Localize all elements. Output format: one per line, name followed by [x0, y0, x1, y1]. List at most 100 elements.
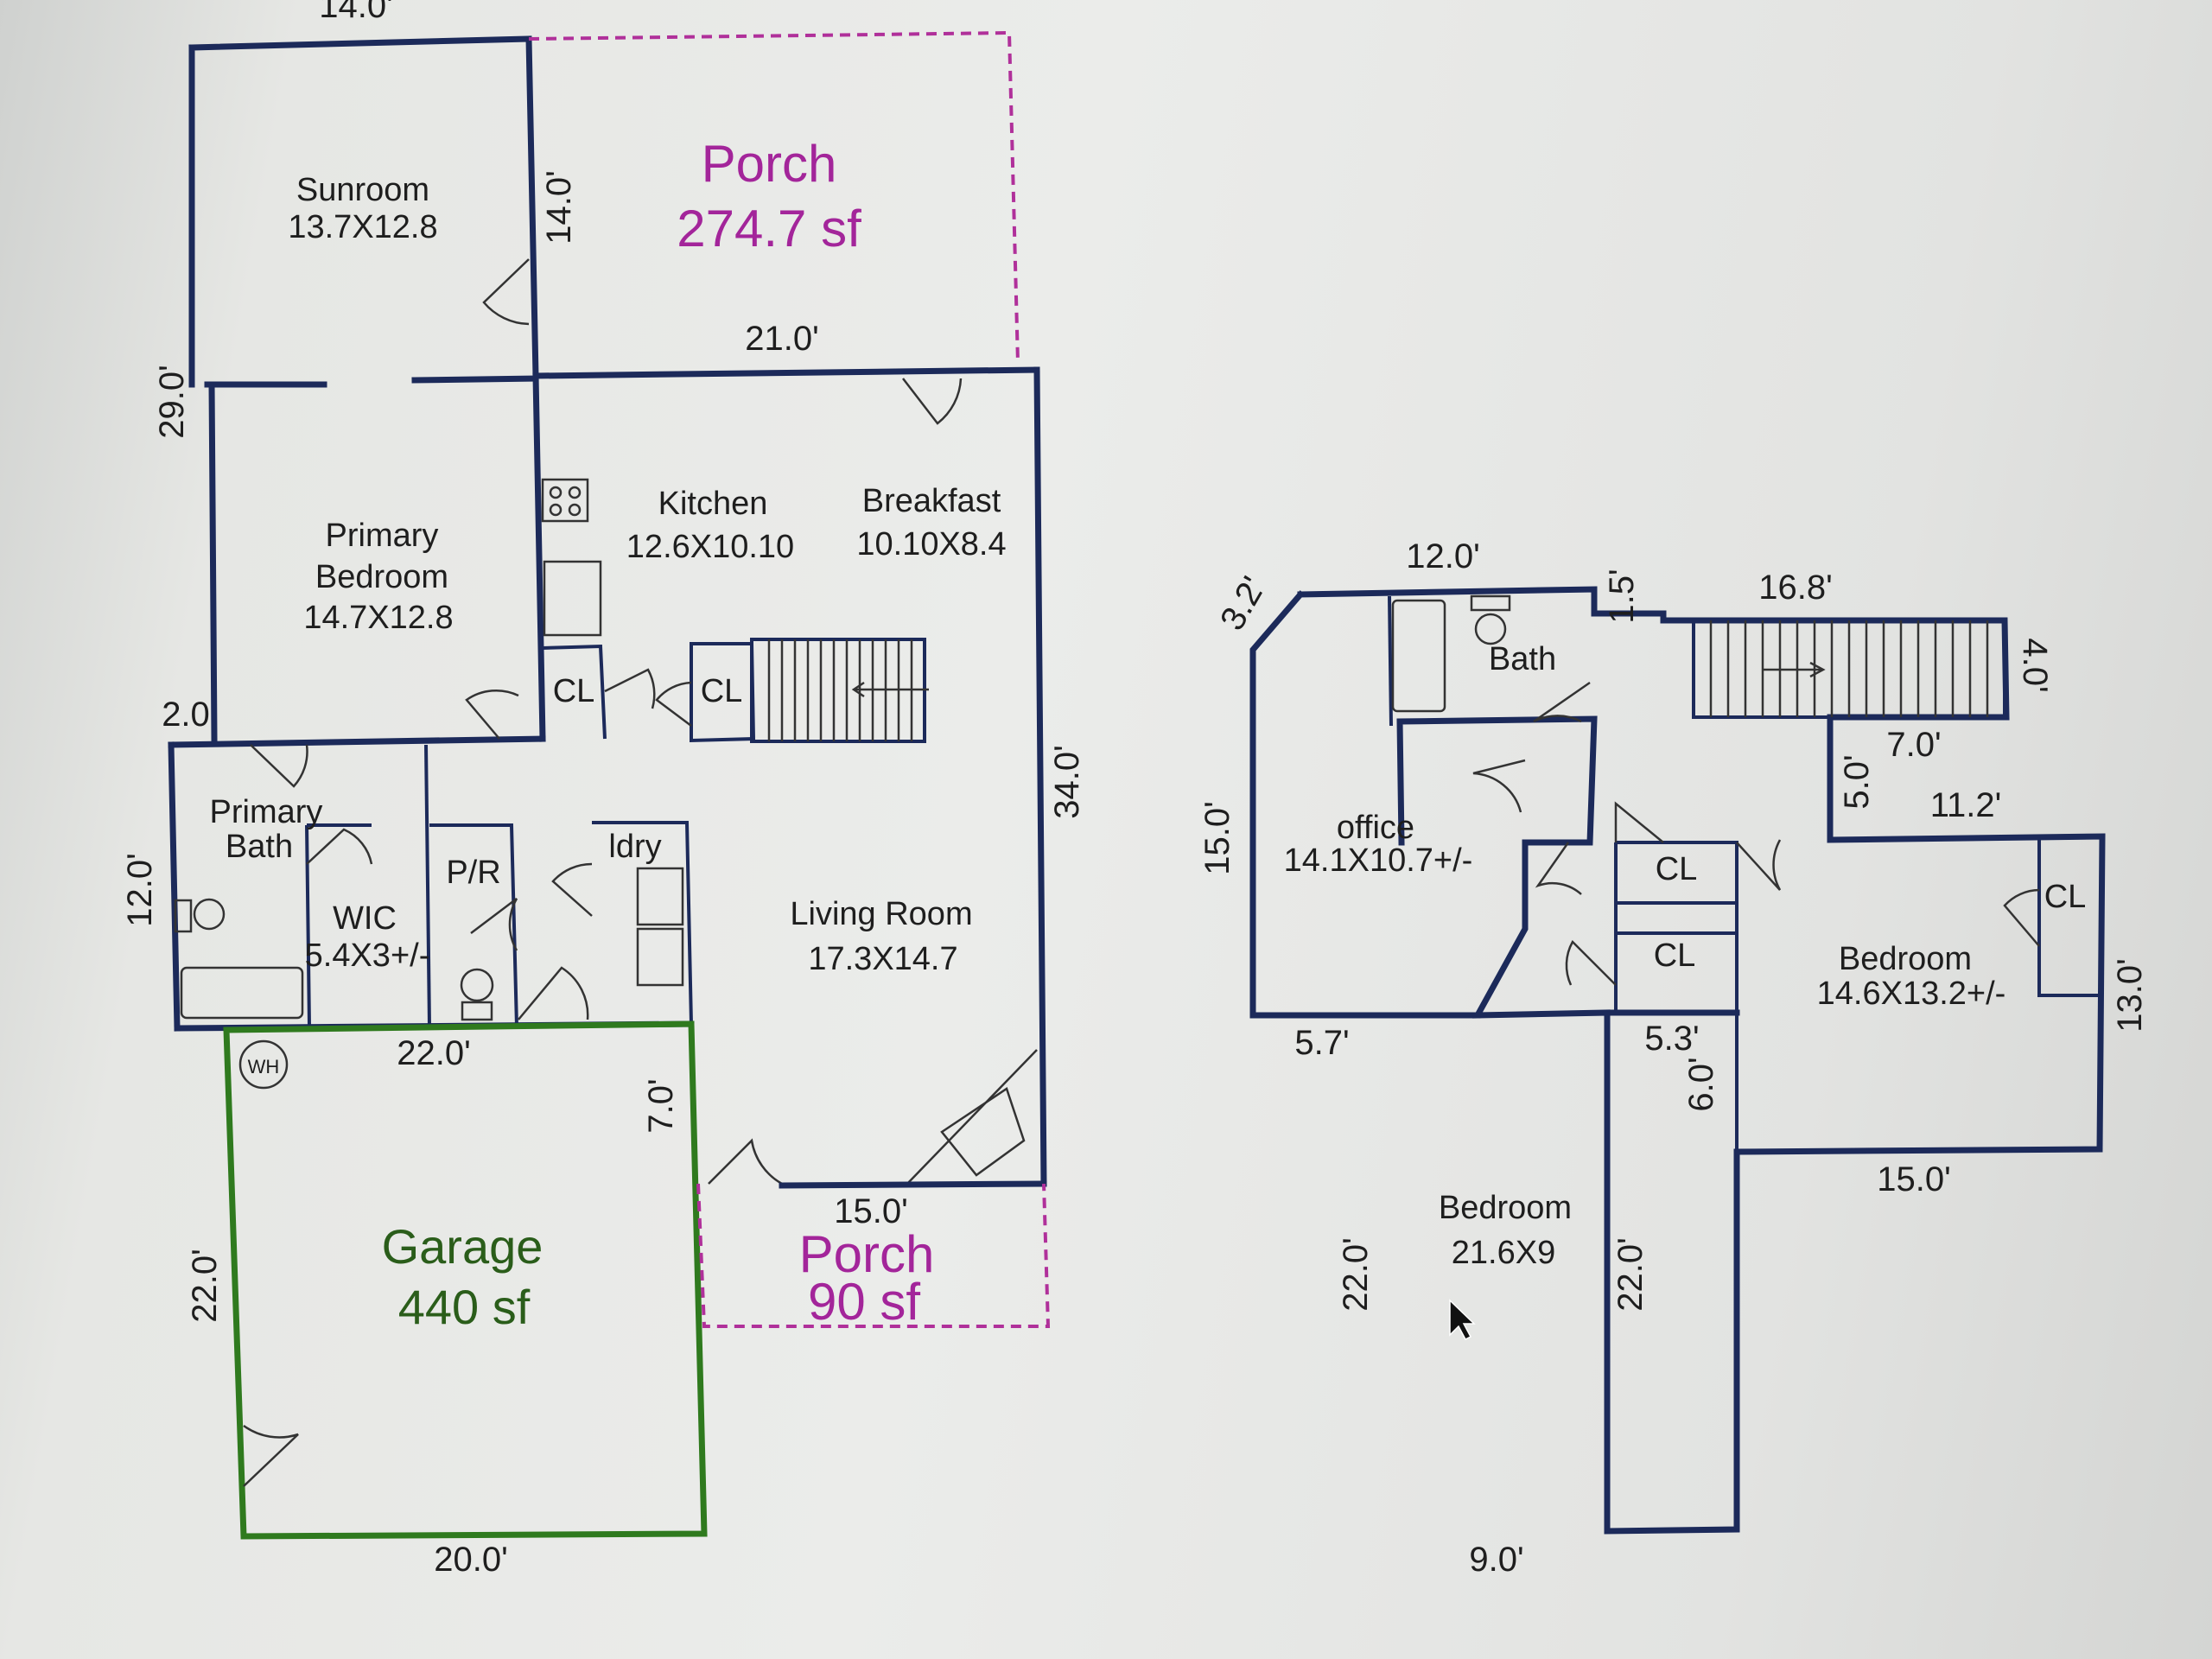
primary-bath-top-wall [168, 735, 546, 748]
closet-label: CL [1656, 851, 1698, 887]
front-porch-area: 90 sf [808, 1273, 920, 1331]
bath-wall [1388, 595, 1393, 727]
left-dimension-label: 29.0' [153, 365, 191, 439]
primary-bedroom-size: 14.7X12.8 [303, 600, 453, 636]
pr-wall [429, 823, 518, 1027]
toilet-icon [1474, 613, 1507, 645]
sunroom-right-dimension: 14.0' [540, 170, 578, 245]
bathtub-icon [180, 966, 304, 1020]
dimension-5-7: 5.7' [1294, 1024, 1349, 1062]
living-room-label: Living Room [790, 896, 972, 932]
toilet-tank-icon [461, 1001, 493, 1021]
stove-icon [541, 478, 589, 523]
closet-label: CL [2044, 879, 2087, 915]
small-dimension-label: 1.5' [1603, 569, 1641, 623]
toilet-tank-icon [1470, 594, 1511, 612]
laundry-label: ldry [608, 829, 661, 865]
front-porch-outline [696, 1183, 1051, 1328]
bedroom-right-dimension: 13.0' [2111, 958, 2149, 1033]
doors [250, 258, 1038, 1185]
bath-label: Bath [1489, 641, 1556, 677]
top-dimension-label: 14.0' [319, 0, 393, 25]
wic-right-wall [424, 744, 431, 1027]
office-left-dimension: 15.0' [1198, 801, 1236, 875]
kitchen-label: Kitchen [658, 486, 768, 522]
second-floor-top-dimension: 12.0' [1406, 537, 1480, 575]
bathtub-icon [1391, 599, 1446, 713]
long-bedroom-size: 21.6X9 [1452, 1235, 1555, 1271]
stair-treads [767, 639, 929, 741]
rear-porch-area: 274.7 sf [677, 200, 861, 257]
front-porch-dimension: 15.0' [834, 1192, 908, 1230]
toilet-icon [460, 968, 494, 1002]
toilet-tank-icon [174, 899, 193, 933]
primary-bedroom-left-wall [208, 381, 218, 742]
corner-dimension: 3.2' [1213, 570, 1274, 637]
long-bedroom-left-dimension: 22.0' [1337, 1237, 1375, 1312]
primary-bath-left-wall [168, 741, 181, 1032]
doors [1472, 681, 2040, 986]
rear-porch-dimension: 21.0' [745, 320, 819, 358]
garage-top-dimension: 22.0' [397, 1034, 471, 1072]
ldry-wall [592, 821, 693, 1025]
primary-bedroom-kitchen-wall [532, 372, 546, 742]
kitchen-size: 12.6X10.10 [626, 529, 794, 565]
sunroom-label: Sunroom [296, 172, 429, 208]
hall-dimension-11: 11.2' [1930, 786, 2002, 824]
living-room-right-wall [1033, 366, 1047, 1187]
bath-left-dimension: 12.0' [121, 853, 159, 927]
hall-dimension-5: 5.0' [1838, 754, 1876, 809]
garage-bottom-dimension: 20.0' [434, 1541, 508, 1579]
primary-bedroom-label-1: Primary [326, 518, 439, 554]
bedroom-size: 14.6X13.2+/- [1817, 976, 2006, 1012]
wic-size: 5.4X3+/- [305, 938, 430, 974]
rear-porch-label: Porch [702, 135, 837, 193]
bedroom-label: Bedroom [1839, 941, 1972, 977]
primary-bedroom-label-2: Bedroom [315, 559, 448, 595]
garage-label: Garage [382, 1219, 543, 1274]
bedroom-bottom-dimension: 15.0' [1877, 1160, 1951, 1198]
mouse-cursor-icon [1449, 1299, 1476, 1340]
toilet-icon [193, 898, 226, 931]
stair-treads [1709, 620, 1989, 717]
stair-right-dimension: 4.0' [2016, 638, 2054, 692]
garage-side-door [243, 1424, 299, 1487]
closet-label: CL [553, 673, 595, 709]
bedroom-closet-wall [2037, 838, 2100, 997]
primary-bath-label-2: Bath [226, 829, 293, 865]
burner-icon [568, 486, 582, 499]
water-heater-label: WH [248, 1056, 280, 1077]
office-size: 14.1X10.7+/- [1284, 842, 1473, 879]
long-bedroom-label: Bedroom [1439, 1190, 1572, 1226]
dimension-5-3: 5.3' [1644, 1020, 1699, 1058]
breakfast-size: 10.10X8.4 [856, 526, 1006, 563]
dimension-6-0: 6.0' [1682, 1057, 1720, 1111]
long-bedroom-bottom-dimension: 9.0' [1469, 1541, 1523, 1579]
burner-icon [549, 503, 563, 517]
second-floor-outline [1297, 586, 2106, 1535]
wic-wall [305, 823, 372, 1027]
sunroom-divider-wall [204, 375, 539, 388]
burner-icon [568, 503, 582, 517]
fridge-icon [543, 560, 602, 637]
powder-room-label: P/R [446, 855, 500, 891]
closet-label: CL [701, 673, 743, 709]
sunroom-size: 13.7X12.8 [288, 209, 437, 245]
garage-area: 440 sf [398, 1280, 531, 1334]
office-label: office [1337, 810, 1414, 846]
primary-bath-label-1: Primary [210, 794, 323, 830]
hall-dimension-7: 7.0' [1886, 726, 1941, 764]
small-dimension-label: 2.0 [162, 696, 210, 734]
office-outer-wall [1249, 590, 1481, 1019]
washer-icon [636, 867, 684, 926]
dryer-icon [636, 927, 684, 987]
living-room-size: 17.3X14.7 [808, 941, 957, 977]
burner-icon [549, 486, 563, 499]
wic-label: WIC [333, 900, 397, 937]
front-porch-label: Porch [799, 1225, 935, 1283]
second-floor-plan: 12.0' 3.2' 1.5' 16.8' 4.0' Bath office 1… [1198, 537, 2149, 1579]
garage-inner-dimension: 7.0' [642, 1078, 680, 1133]
front-entry-wall [779, 1180, 1047, 1189]
